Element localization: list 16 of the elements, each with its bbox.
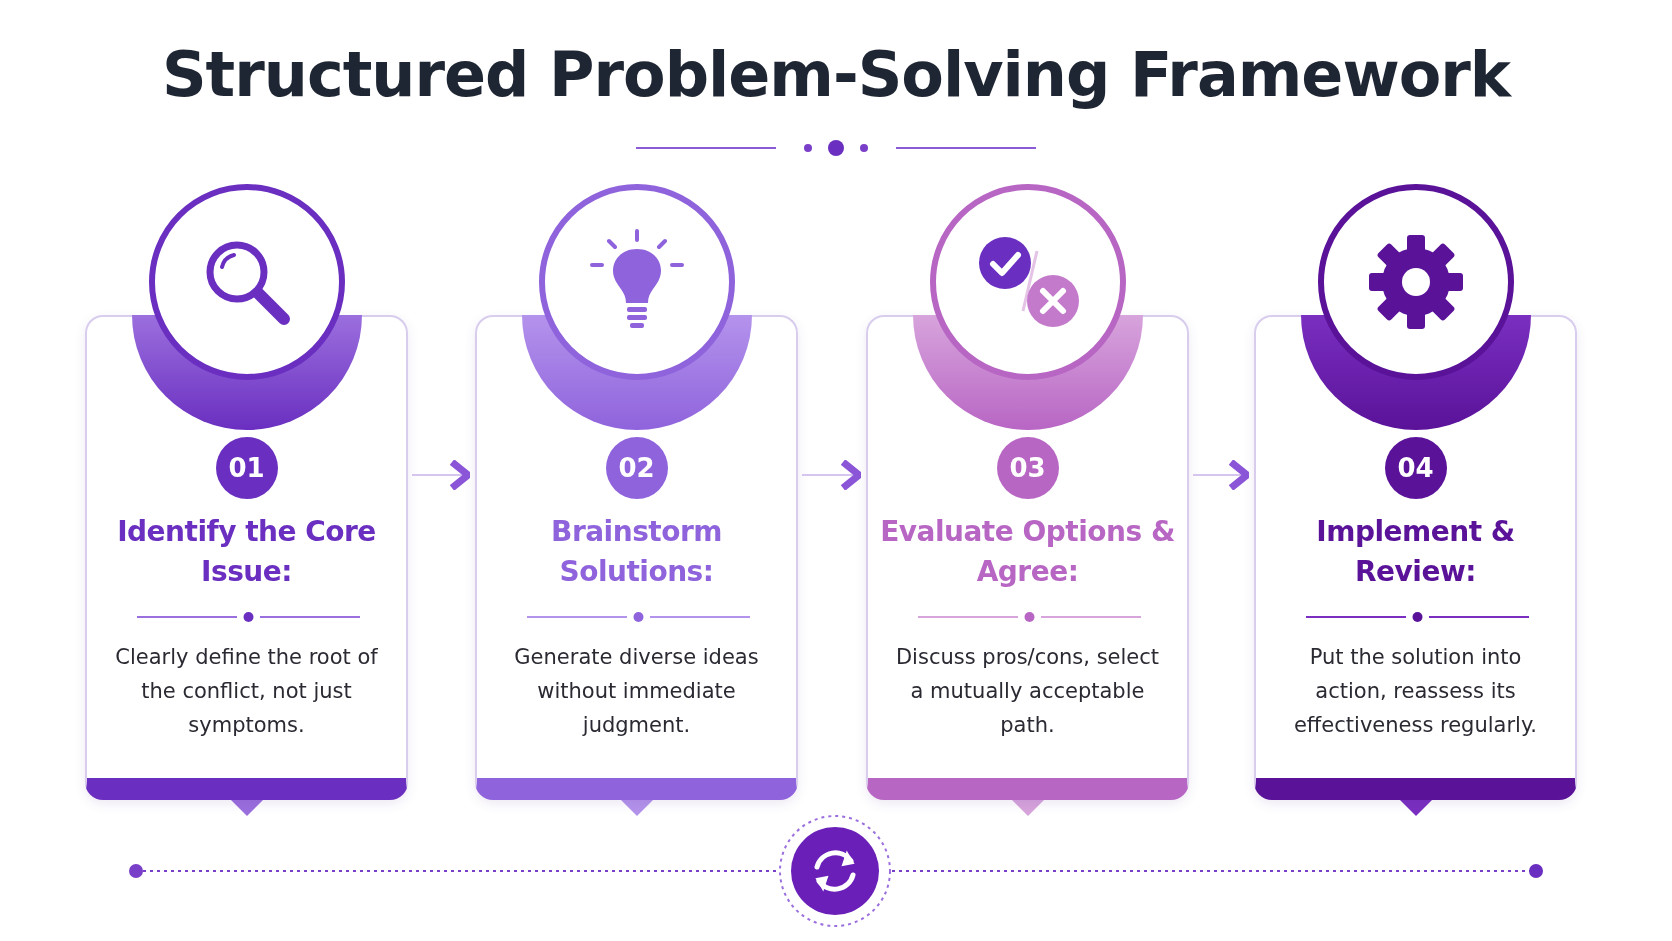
step-number: 01 bbox=[215, 437, 278, 499]
step-number: 03 bbox=[996, 437, 1059, 499]
step-description: Clearly define the root of the conflict, not just symptoms. bbox=[114, 644, 379, 739]
step-description: Discuss pros/cons, select a mutually acceptable path. bbox=[894, 644, 1161, 739]
arrow bbox=[801, 458, 863, 492]
step-description: Put the solution into action, reassess its effectiveness regularly. bbox=[1292, 644, 1539, 739]
step-description: Generate diverse ideas without immediate judgment. bbox=[513, 644, 760, 739]
step-heading: Evaluate Options & Agree: bbox=[879, 514, 1176, 590]
arrow bbox=[411, 458, 472, 492]
step-number: 04 bbox=[1384, 437, 1447, 499]
step-number: 02 bbox=[605, 437, 668, 499]
step-heading: Implement & Review: bbox=[1315, 514, 1516, 590]
step-heading: Identify the Core Issue: bbox=[116, 514, 377, 590]
title: Structured Problem-Solving Framework bbox=[160, 38, 1513, 111]
step-heading: Brainstorm Solutions: bbox=[550, 514, 723, 590]
arrow bbox=[1192, 458, 1251, 492]
